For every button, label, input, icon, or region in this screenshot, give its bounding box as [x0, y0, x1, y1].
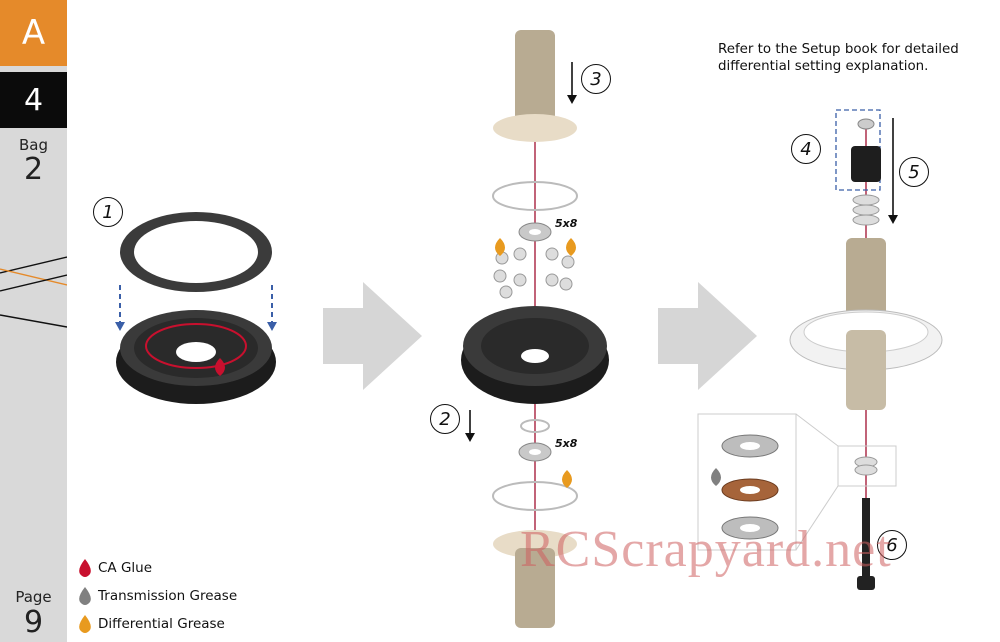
- shim-bottom: [492, 481, 578, 511]
- pulley-center: [461, 306, 609, 404]
- sidebar: A 4 Bag 2 Page 9: [0, 0, 67, 642]
- arrow-step5: [888, 118, 898, 224]
- legend-label: CA Glue: [98, 560, 153, 576]
- legend-item-transmission-grease: Transmission Grease: [78, 582, 237, 610]
- callout-5: 5: [899, 157, 929, 187]
- page-indicator: Page 9: [0, 588, 67, 640]
- arrow-step2: [465, 410, 475, 442]
- ca-glue-drop: [215, 358, 225, 376]
- flow-arrow-1: [323, 282, 422, 390]
- gasket-ring: [120, 212, 272, 292]
- section-tab: A: [0, 0, 67, 66]
- callout-2: 2: [430, 404, 460, 434]
- outdrive-top: [493, 30, 577, 142]
- bearing-top: [518, 222, 552, 242]
- bag-label: Bag: [18, 136, 48, 154]
- callout-6: 6: [877, 530, 907, 560]
- watermark: RCScrapyard.net: [520, 521, 892, 578]
- legend-item-differential-grease: Differential Grease: [78, 610, 237, 638]
- legend-label: Differential Grease: [98, 616, 225, 632]
- shim-small: [520, 419, 550, 433]
- dashed-arrows-step1: [115, 285, 277, 331]
- pulley-step1: [116, 310, 276, 404]
- bearing-size-label-bottom: 5x8: [555, 437, 578, 450]
- callout-3: 3: [581, 64, 611, 94]
- legend-label: Transmission Grease: [98, 588, 238, 604]
- legend-item-ca-glue: CA Glue: [78, 554, 237, 582]
- differential-grease-drop-icon: [79, 615, 91, 633]
- bag-number: 2: [23, 152, 44, 187]
- sidebar-lines-graphic: [0, 256, 67, 328]
- nut-holder: [851, 146, 881, 182]
- spring-washers: [852, 194, 880, 226]
- diff-balls: [493, 247, 575, 299]
- setup-note: Refer to the Setup book for detailed dif…: [718, 42, 959, 74]
- page-number: 9: [23, 605, 44, 640]
- bag-indicator: Bag 2: [0, 136, 67, 186]
- callout-4: 4: [791, 134, 821, 164]
- page-label: Page: [15, 588, 52, 606]
- ca-glue-drop-icon: [79, 559, 91, 577]
- shim-top: [492, 181, 578, 211]
- assembled-diff: [789, 238, 943, 410]
- legend: CA Glue Transmission Grease Differential…: [78, 554, 237, 638]
- detail-box: [697, 413, 897, 551]
- grease-drops-center: [495, 238, 576, 488]
- callout-1: 1: [93, 197, 123, 227]
- step-number-tab: 4: [0, 72, 67, 128]
- flow-arrow-2: [658, 282, 757, 390]
- small-washer-right: [857, 118, 875, 130]
- bearing-bottom: [518, 442, 552, 462]
- arrow-step3: [567, 62, 577, 104]
- transmission-grease-drop-icon: [79, 587, 91, 605]
- outdrive-bottom: [493, 530, 577, 628]
- bearing-size-label-top: 5x8: [555, 217, 578, 230]
- diff-screw: [857, 498, 875, 590]
